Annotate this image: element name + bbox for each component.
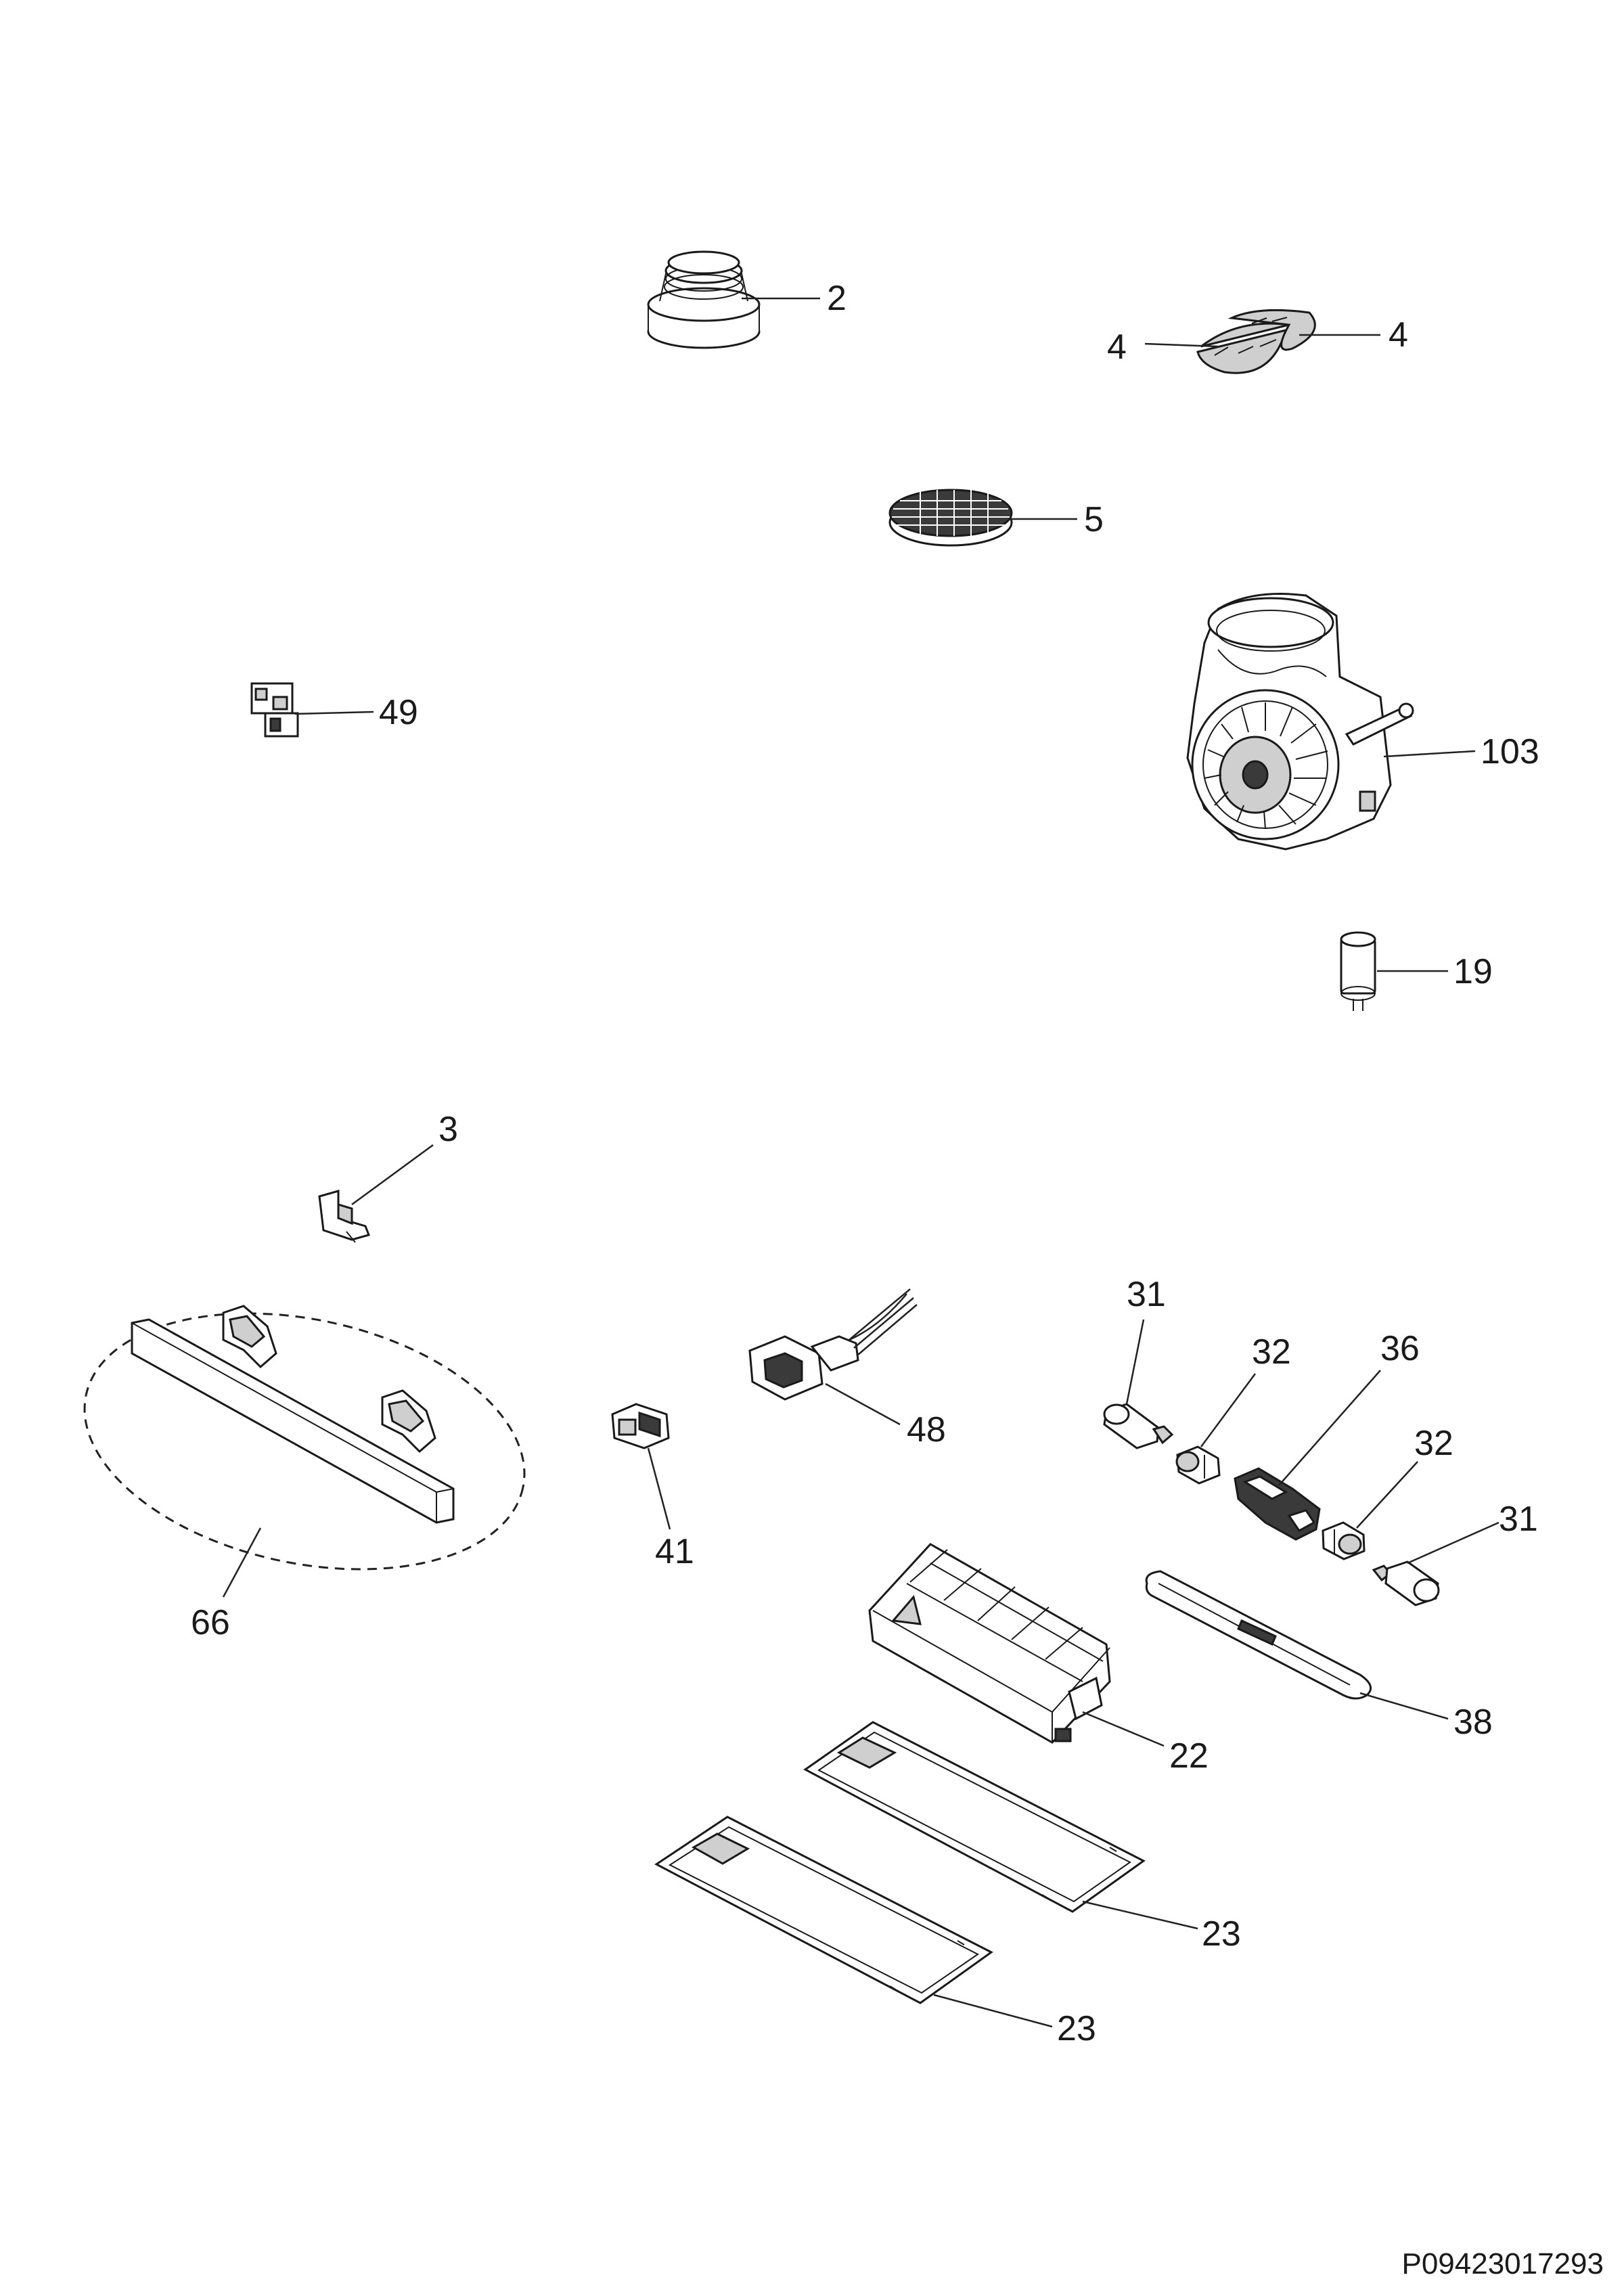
part-22-filter-housing bbox=[868, 1543, 1111, 1744]
kit-grouping-outline bbox=[83, 1312, 526, 1571]
leader-48 bbox=[825, 1382, 901, 1426]
label-38: 38 bbox=[1453, 1703, 1493, 1742]
label-36: 36 bbox=[1380, 1329, 1420, 1368]
label-4-right: 4 bbox=[1389, 315, 1408, 355]
label-22: 22 bbox=[1169, 1736, 1209, 1776]
leader-31-lower bbox=[1407, 1521, 1499, 1565]
part-23-grease-filter-lower bbox=[654, 1816, 993, 2004]
leader-41 bbox=[647, 1447, 671, 1530]
part-31-lamp-holder-upper bbox=[1103, 1403, 1174, 1449]
part-49-electronic-module bbox=[250, 682, 299, 738]
label-2: 2 bbox=[827, 279, 847, 318]
leader-32-upper bbox=[1200, 1373, 1257, 1447]
part-103-blower-motor bbox=[1186, 593, 1414, 851]
label-103: 103 bbox=[1481, 732, 1539, 771]
part-48-cable-connector bbox=[748, 1288, 918, 1401]
part-32-lamp-lower bbox=[1322, 1521, 1366, 1560]
leader-4-left bbox=[1144, 342, 1219, 348]
part-2-duct-collar bbox=[647, 250, 761, 349]
leader-32-lower bbox=[1356, 1461, 1418, 1529]
part-38-lamp-cover bbox=[1145, 1570, 1372, 1700]
label-23-upper: 23 bbox=[1202, 1914, 1241, 1954]
leader-36 bbox=[1278, 1370, 1381, 1486]
document-code: P09423017293 bbox=[1401, 2247, 1604, 2280]
leader-66 bbox=[222, 1527, 262, 1598]
part-4-half-covers bbox=[1196, 309, 1316, 374]
leader-3 bbox=[351, 1144, 434, 1206]
label-48: 48 bbox=[907, 1410, 946, 1449]
part-19-capacitor bbox=[1340, 931, 1376, 1011]
label-66: 66 bbox=[191, 1603, 230, 1642]
part-31-lamp-holder-lower bbox=[1372, 1560, 1440, 1606]
leader-103 bbox=[1383, 750, 1476, 758]
label-23-lower: 23 bbox=[1057, 2009, 1096, 2048]
leader-49 bbox=[294, 711, 374, 715]
label-31-upper: 31 bbox=[1127, 1275, 1166, 1314]
leader-23-upper bbox=[1082, 1900, 1198, 1930]
part-41-switch bbox=[611, 1403, 670, 1449]
leader-23-lower bbox=[933, 1994, 1053, 2028]
label-31-lower: 31 bbox=[1499, 1500, 1538, 1539]
label-41: 41 bbox=[655, 1532, 694, 1571]
label-32-lower: 32 bbox=[1414, 1424, 1453, 1463]
label-32-upper: 32 bbox=[1252, 1332, 1291, 1372]
label-49: 49 bbox=[379, 693, 418, 732]
part-23-grease-filter-upper bbox=[803, 1721, 1146, 1913]
label-5: 5 bbox=[1084, 500, 1104, 539]
part-3-bracket bbox=[318, 1190, 370, 1243]
leader-31-upper bbox=[1125, 1319, 1145, 1405]
label-3: 3 bbox=[438, 1110, 458, 1149]
leader-38 bbox=[1359, 1692, 1449, 1720]
part-66-rail-kit bbox=[83, 1305, 526, 1571]
leader-22 bbox=[1082, 1711, 1165, 1747]
label-4-left: 4 bbox=[1107, 328, 1127, 367]
part-36-lamp-bracket bbox=[1234, 1467, 1321, 1541]
part-5-round-grille bbox=[888, 489, 1013, 547]
part-32-lamp-upper bbox=[1175, 1445, 1221, 1485]
label-19: 19 bbox=[1453, 952, 1493, 991]
